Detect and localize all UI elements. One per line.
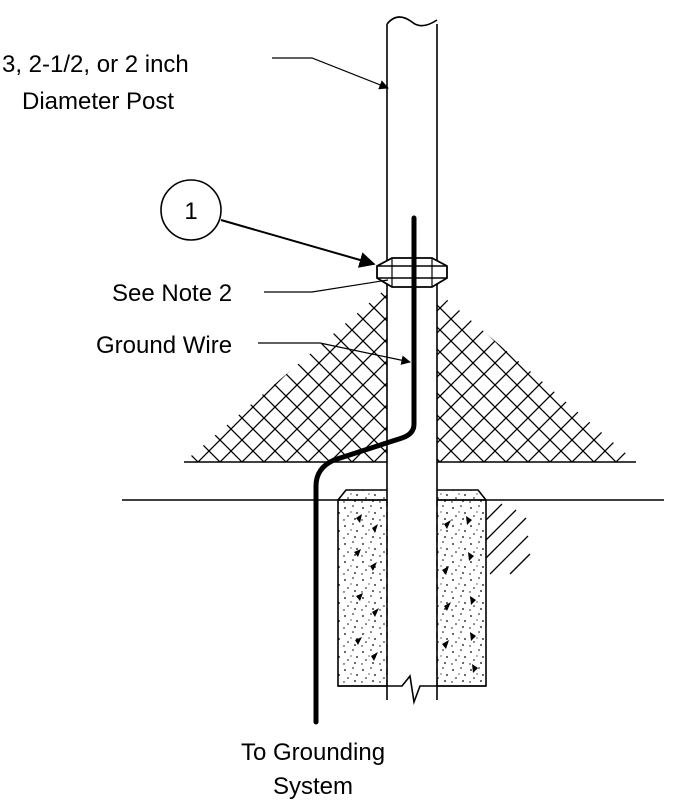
callout-leader bbox=[220, 219, 376, 268]
post-diameter-label: Diameter Post bbox=[22, 88, 174, 115]
post-label-leader bbox=[272, 57, 389, 90]
callout-circle bbox=[160, 179, 222, 241]
see-note-label: See Note 2 bbox=[112, 280, 232, 307]
earth-hatch bbox=[485, 503, 531, 575]
grounding-system-label-line1: To Grounding bbox=[241, 739, 385, 766]
ground-wire bbox=[313, 215, 417, 725]
post-size-label: 3, 2-1/2, or 2 inch bbox=[2, 51, 189, 78]
ground-wire-label: Ground Wire bbox=[96, 332, 232, 359]
see-note-leader bbox=[264, 279, 389, 293]
footing-break-line bbox=[338, 674, 486, 706]
callout-number: 1 bbox=[184, 198, 197, 225]
ground-wire-leader bbox=[258, 342, 411, 365]
post-break-top bbox=[386, 16, 438, 27]
grounding-system-label-line2: System bbox=[273, 773, 353, 800]
aggregate-marks bbox=[354, 514, 478, 673]
